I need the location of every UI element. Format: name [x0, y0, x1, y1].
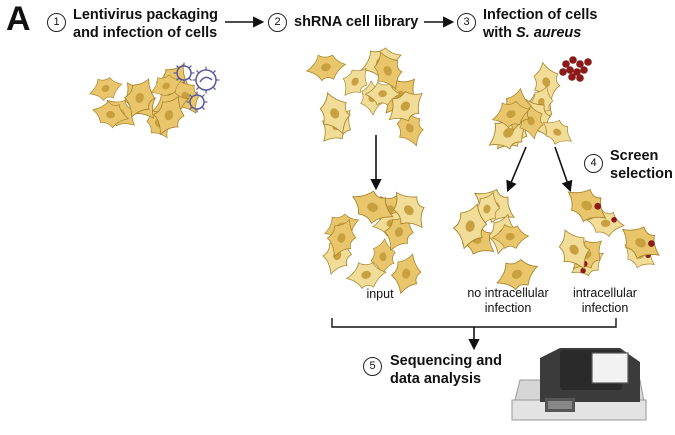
cell-icon — [393, 191, 425, 229]
cell-icon — [496, 258, 539, 291]
cell-icon — [351, 190, 394, 225]
step-3-title-prefix: with — [483, 25, 517, 41]
cell-icon — [491, 224, 530, 250]
no-infection-label-line1: no intracellular — [467, 286, 549, 300]
bracket-icon — [331, 318, 617, 328]
cell-icon — [491, 101, 531, 129]
cell-icon — [319, 91, 351, 135]
cell-icon — [373, 51, 403, 90]
bacterium-icon — [559, 68, 567, 76]
step-3-title-line2: with S. aureus — [483, 25, 581, 42]
bacterium-icon — [576, 60, 584, 68]
bacterium-icon — [584, 58, 592, 66]
arrow-icon — [554, 146, 573, 193]
step-2-title: shRNA cell library — [294, 14, 419, 30]
step-3-title-organism: S. aureus — [516, 25, 582, 41]
bacterium-icon — [568, 73, 576, 81]
cell-icon — [150, 74, 183, 99]
bacterium-icon — [580, 66, 588, 74]
bacterium-icon — [573, 68, 581, 76]
bacteria-cluster-icon — [559, 56, 592, 82]
cell-icon — [567, 188, 607, 223]
cell-icon — [621, 226, 660, 260]
step-5-title-line1: Sequencing and — [390, 353, 502, 369]
cell-icon — [89, 77, 123, 101]
cell-icon — [326, 218, 357, 258]
cell-icon — [452, 203, 488, 250]
cell-icon — [91, 100, 130, 129]
cell-icon — [153, 95, 185, 136]
bacterium-icon — [569, 56, 577, 64]
step-number-5: 5 — [363, 357, 382, 376]
input-label: input — [366, 287, 394, 301]
infection-label-line2: infection — [581, 301, 629, 315]
cell-icon — [342, 67, 368, 96]
cell-icon — [390, 253, 422, 295]
cell-icon — [558, 229, 591, 270]
step-number-3: 3 — [457, 13, 476, 32]
infection-label-line1: intracellular — [573, 286, 637, 300]
cell-populations — [89, 47, 660, 295]
step-1-title-line2: and infection of cells — [73, 25, 218, 41]
lentivirus-spikes — [173, 62, 220, 113]
cell-icon — [542, 119, 573, 145]
no-infection-label-line2: infection — [484, 301, 532, 315]
cell-icon — [123, 78, 156, 118]
step-4-title-line1: Screen — [610, 148, 659, 164]
sequencer-icon — [511, 348, 647, 421]
step-4-title-line2: selection — [610, 166, 673, 182]
cell-icon — [305, 54, 347, 82]
step-number-1: 1 — [47, 13, 66, 32]
cell-icon — [345, 262, 387, 290]
arrow-icon — [506, 146, 527, 193]
step-number-2: 2 — [268, 13, 287, 32]
cell-icon — [388, 90, 423, 122]
step-number-4: 4 — [584, 154, 603, 173]
panel-letter: A — [6, 0, 31, 38]
bacterium-icon — [566, 66, 574, 74]
bacterium-icon — [562, 60, 570, 68]
bacterium-icon — [576, 74, 584, 82]
step-3-title-line1: Infection of cells — [483, 7, 598, 23]
cell-icon — [364, 81, 401, 106]
step-5-title-line2: data analysis — [390, 371, 482, 387]
step-1-title-line1: Lentivirus packaging — [73, 7, 219, 23]
